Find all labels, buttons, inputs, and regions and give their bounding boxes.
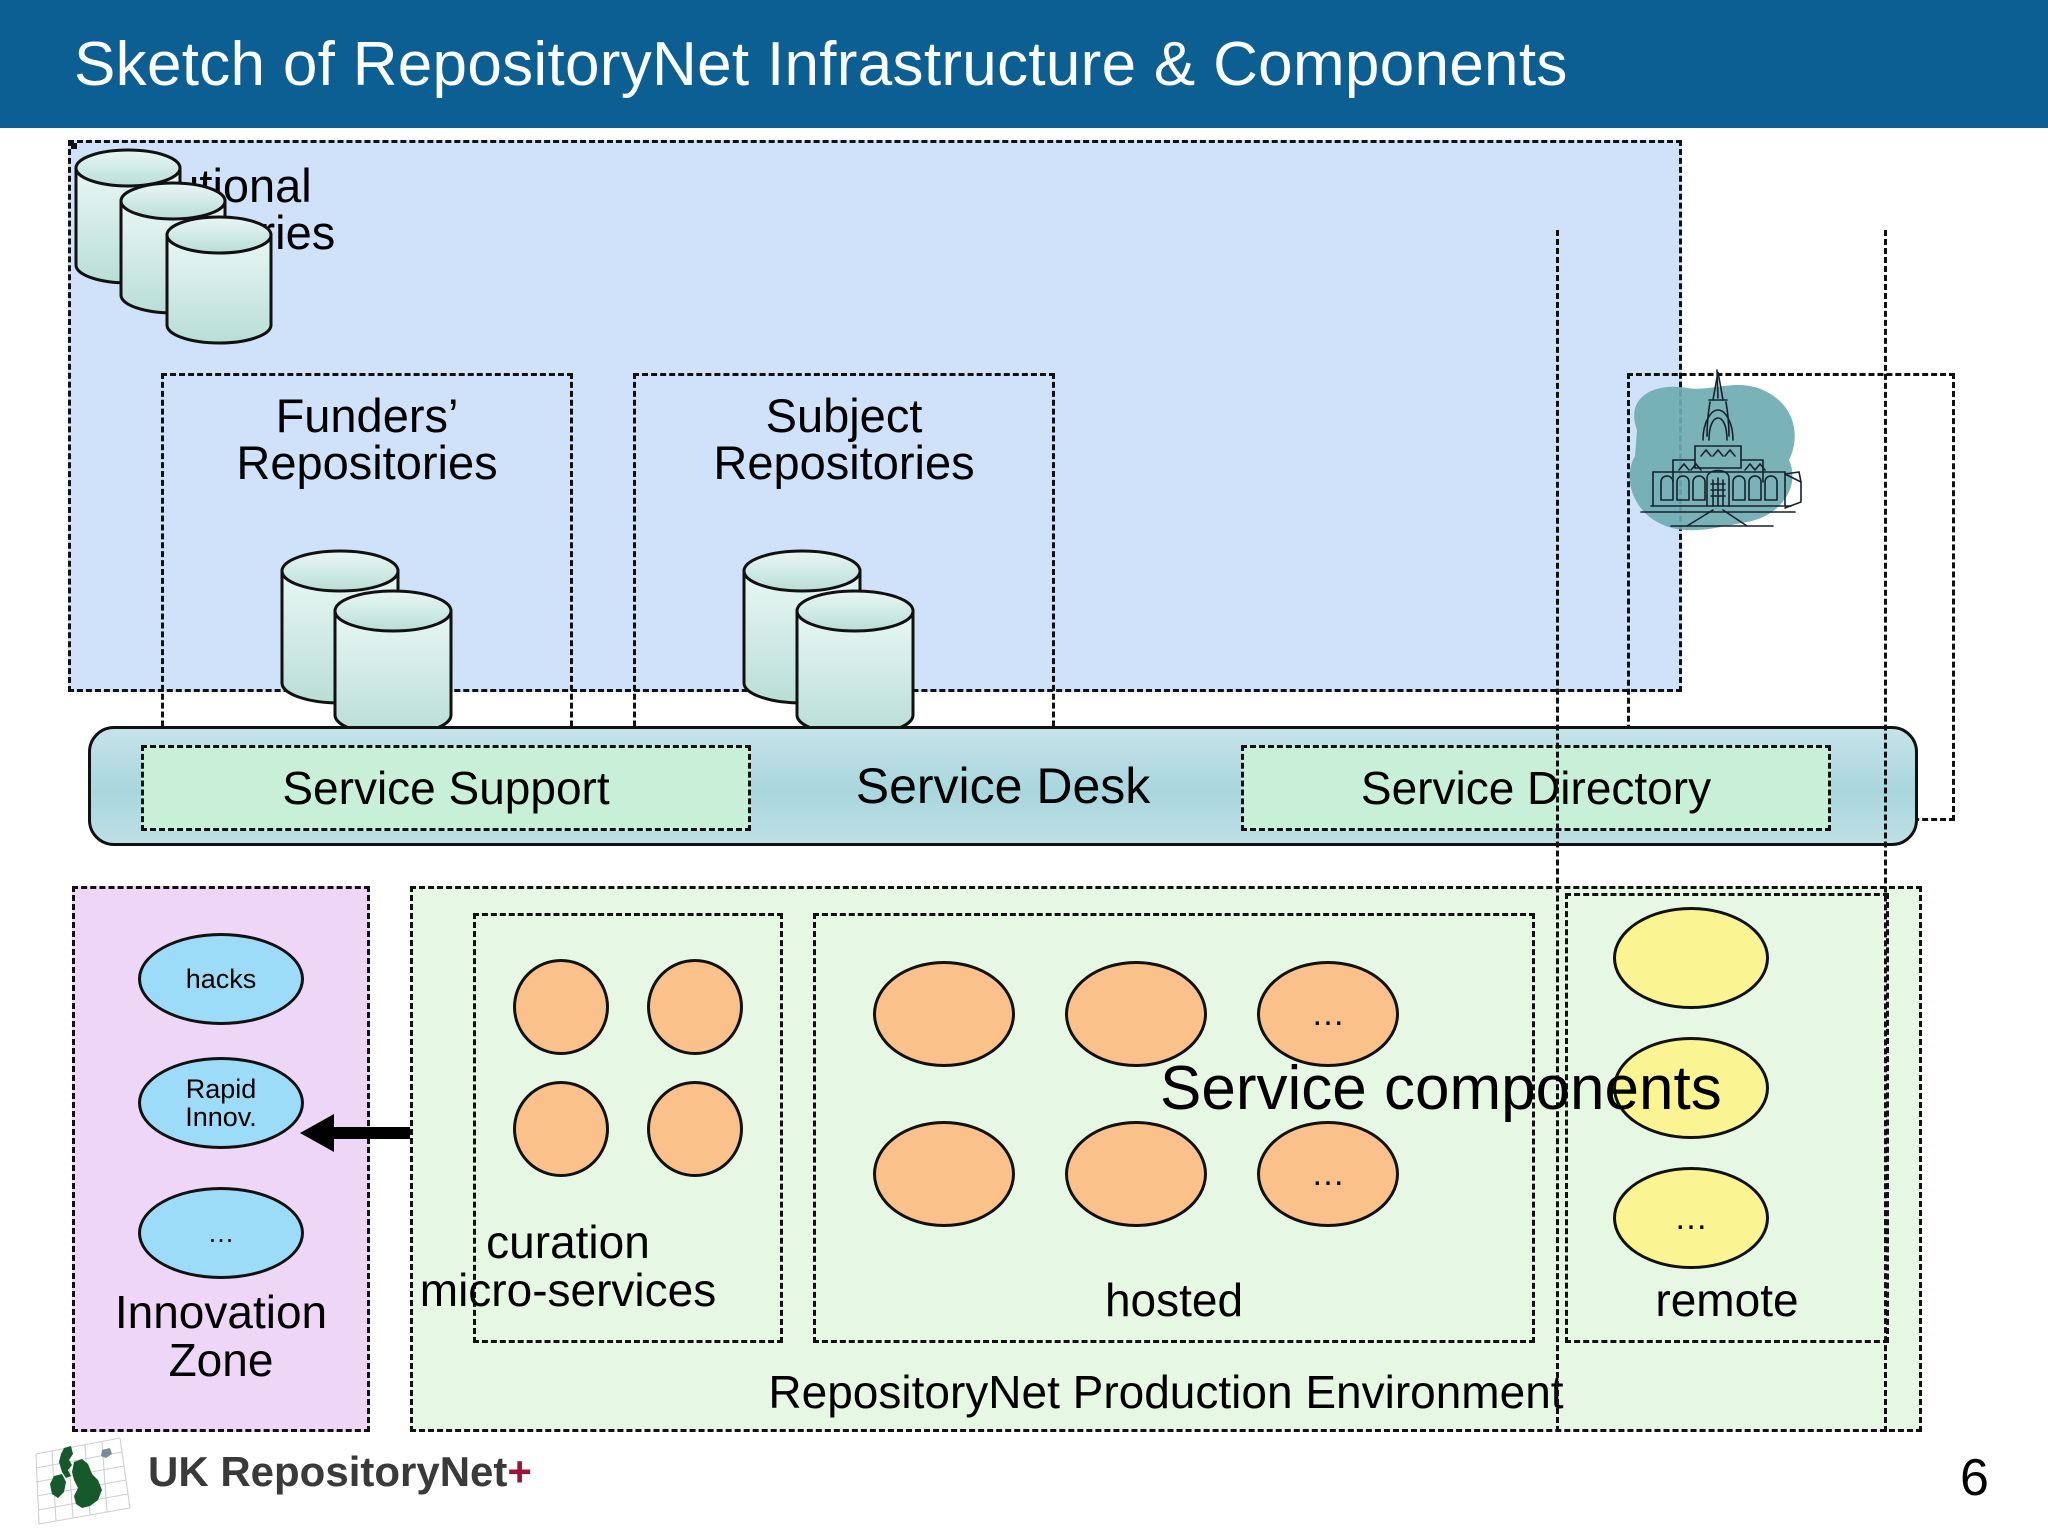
page-title: Sketch of RepositoryNet Infrastructure &… — [74, 29, 1568, 99]
hosted-box[interactable] — [813, 913, 1535, 1343]
remote-label: remote — [1655, 1274, 1799, 1326]
innovation-zone-label: Innovation Zone — [114, 1286, 328, 1386]
footer-brand-plus: + — [507, 1448, 532, 1495]
service-directory-box[interactable]: Service Directory — [1241, 745, 1831, 831]
database-icon — [280, 549, 453, 737]
curation-micro-services-label: curation micro-services — [419, 1216, 717, 1316]
innovation-node-hacks[interactable]: hacks — [138, 933, 304, 1025]
micro-service-node[interactable] — [647, 1081, 743, 1177]
repo-box-subject[interactable]: Subject Repositories — [633, 373, 1055, 771]
micro-service-node[interactable] — [647, 959, 743, 1055]
hosted-service-node[interactable] — [1065, 961, 1207, 1067]
hosted-service-node[interactable]: … — [1257, 1121, 1399, 1227]
micro-service-node[interactable] — [513, 1081, 609, 1177]
hosted-service-node[interactable] — [873, 961, 1015, 1067]
service-support-label: Service Support — [282, 762, 610, 814]
repo-box-subject-label: Subject Repositories — [713, 389, 975, 489]
database-cylinders-subject — [739, 543, 969, 748]
remote-service-node[interactable]: … — [1613, 1167, 1769, 1269]
vertical-guide-left — [1556, 230, 1559, 1432]
database-icon — [74, 148, 273, 345]
service-components-overlay-label: Service components — [1160, 1054, 1722, 1123]
innovation-node-rapid-innovation[interactable]: Rapid Innov. — [138, 1057, 304, 1149]
campus-building-icon — [1595, 360, 1845, 560]
remote-box[interactable] — [1565, 893, 1889, 1343]
database-icon — [742, 549, 915, 737]
hosted-service-node[interactable] — [873, 1121, 1015, 1227]
service-support-box[interactable]: Service Support — [141, 745, 751, 831]
curation-micro-services-box[interactable] — [473, 913, 783, 1343]
repo-box-funders-label: Funders’ Repositories — [236, 389, 498, 489]
hosted-label: hosted — [1104, 1274, 1244, 1326]
remote-service-node[interactable] — [1613, 1037, 1769, 1139]
database-cylinders-institutional — [71, 143, 331, 358]
service-directory-label: Service Directory — [1360, 762, 1712, 814]
remote-service-node[interactable] — [1613, 907, 1769, 1009]
footer-brand: UK RepositoryNet+ — [148, 1448, 532, 1496]
footer-brand-main: UK RepositoryNet — [148, 1448, 508, 1495]
hosted-service-node[interactable] — [1065, 1121, 1207, 1227]
page-number: 6 — [1960, 1449, 1989, 1507]
micro-service-node[interactable] — [513, 959, 609, 1055]
production-environment-panel: curation micro-services … … hosted … rem… — [410, 886, 1922, 1432]
consumers-panel: Funders’ Repositories Subject Repositori… — [68, 140, 1955, 832]
slide-title-banner: Sketch of RepositoryNet Infrastructure &… — [0, 0, 2048, 128]
repo-box-funders[interactable]: Funders’ Repositories — [161, 373, 573, 771]
database-cylinders-funders — [277, 543, 507, 748]
vertical-guide-right — [1884, 230, 1887, 1432]
innovation-node-more[interactable]: … — [138, 1187, 304, 1279]
uk-repositorynet-logo-icon — [28, 1432, 138, 1532]
hosted-service-node[interactable]: … — [1257, 961, 1399, 1067]
service-desk-bar[interactable]: Service Support Service Directory Servic… — [88, 726, 1918, 846]
innovation-zone-panel[interactable]: hacks Rapid Innov. … Innovation Zone — [72, 886, 370, 1432]
production-environment-label: RepositoryNet Production Environment — [768, 1366, 1564, 1418]
